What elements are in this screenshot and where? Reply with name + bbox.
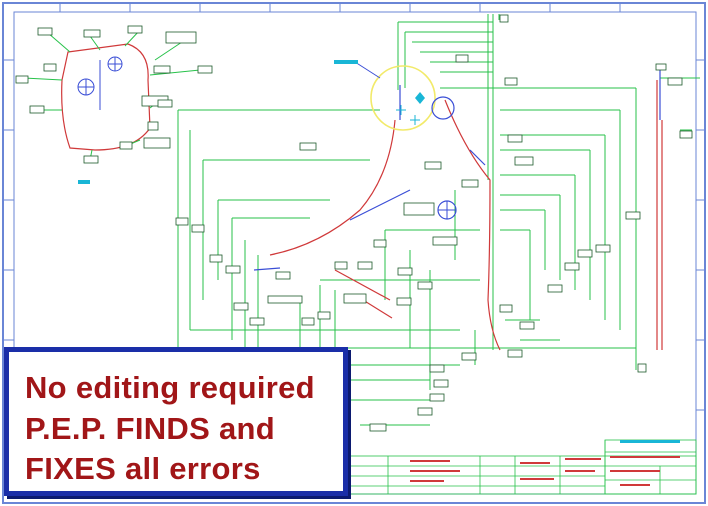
callout-line-2: P.E.P. FINDS and	[25, 411, 276, 446]
connector-circle	[334, 60, 457, 220]
blue-traces	[253, 64, 661, 271]
callout-box: No editing required P.E.P. FINDS and FIX…	[4, 347, 348, 496]
callout-line-1: No editing required	[25, 370, 315, 405]
label-tags	[175, 14, 693, 432]
detail-view-upper-left	[15, 25, 213, 184]
title-block-grid	[347, 439, 697, 495]
border-ticks	[3, 3, 705, 411]
title-block-text-marks	[410, 456, 680, 486]
wire-harness-traces	[177, 14, 700, 430]
red-traces	[269, 80, 663, 351]
callout-line-3: FIXES all errors	[25, 451, 261, 486]
cyan-note	[620, 440, 680, 443]
